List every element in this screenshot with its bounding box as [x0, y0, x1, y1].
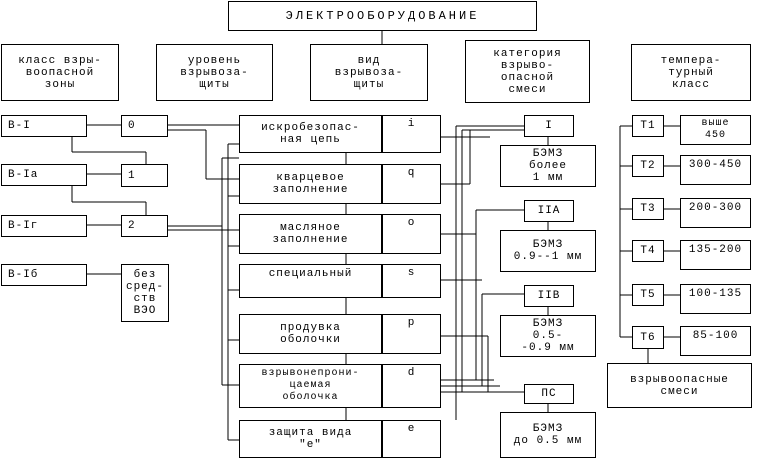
temp-class-range: выше 450: [680, 115, 751, 145]
diagram-title: ЭЛЕКТРООБОРУДОВАНИЕ: [228, 1, 537, 31]
category-code: IIB: [524, 285, 574, 307]
level-box: без сред- ств ВЭО: [121, 264, 169, 322]
temp-class-code: Т6: [632, 326, 664, 349]
header-protection-level: уровень взрывоза- щиты: [156, 44, 273, 101]
protection-type-code: q: [382, 164, 441, 204]
protection-type-code: d: [382, 364, 441, 408]
temp-class-range: 200-300: [680, 198, 751, 228]
zone-box: В-Iа: [1, 164, 87, 186]
category-code: IIA: [524, 200, 574, 222]
protection-type-code: s: [382, 264, 441, 298]
temp-class-code: Т5: [632, 284, 664, 306]
zone-box: В-Iг: [1, 215, 87, 237]
protection-type-name: кварцевое заполнение: [239, 164, 382, 204]
header-mixture-category: категория взрыво- опасной смеси: [465, 40, 590, 103]
protection-type-name: продувка оболочки: [239, 314, 382, 354]
header-temp-class: темпера- турный класс: [631, 44, 751, 101]
temp-class-range: 135-200: [680, 240, 751, 270]
protection-type-code: e: [382, 420, 441, 458]
temp-class-range: 300-450: [680, 155, 751, 185]
bem-value: БЭМЗ до 0.5 мм: [500, 412, 596, 458]
protection-type-name: масляное заполнение: [239, 214, 382, 254]
bem-value: БЭМЗ 0.9--1 мм: [500, 230, 596, 272]
header-zone-class: класс взры- воопасной зоны: [1, 44, 119, 101]
zone-box: В-I: [1, 115, 87, 137]
temp-class-code: Т4: [632, 240, 664, 262]
bem-value: БЭМЗ 0.5- -0.9 мм: [500, 315, 596, 357]
bem-value: БЭМЗ более 1 мм: [500, 145, 596, 187]
header-protection-type: вид взрывоза- щиты: [310, 44, 428, 101]
protection-type-name: взрывонепрони- цаемая оболочка: [239, 364, 382, 408]
temp-class-range: 85-100: [680, 326, 751, 356]
explosive-mixtures-box: взрывоопасные смеси: [607, 363, 752, 408]
temp-class-code: Т1: [632, 115, 664, 137]
level-box: 0: [121, 115, 168, 137]
temp-class-code: Т3: [632, 198, 664, 220]
level-box: 2: [121, 215, 168, 237]
protection-type-code: i: [382, 115, 441, 153]
protection-type-name: специальный: [239, 264, 382, 298]
temp-class-code: Т2: [632, 155, 664, 177]
zone-box: В-Iб: [1, 264, 87, 286]
level-box: 1: [121, 164, 168, 187]
category-code: ПС: [524, 384, 574, 404]
protection-type-name: защита вида "е": [239, 420, 382, 458]
category-code: I: [524, 115, 574, 137]
protection-type-name: искробезопас- ная цепь: [239, 115, 382, 153]
protection-type-code: p: [382, 314, 441, 354]
protection-type-code: o: [382, 214, 441, 254]
temp-class-range: 100-135: [680, 284, 751, 314]
